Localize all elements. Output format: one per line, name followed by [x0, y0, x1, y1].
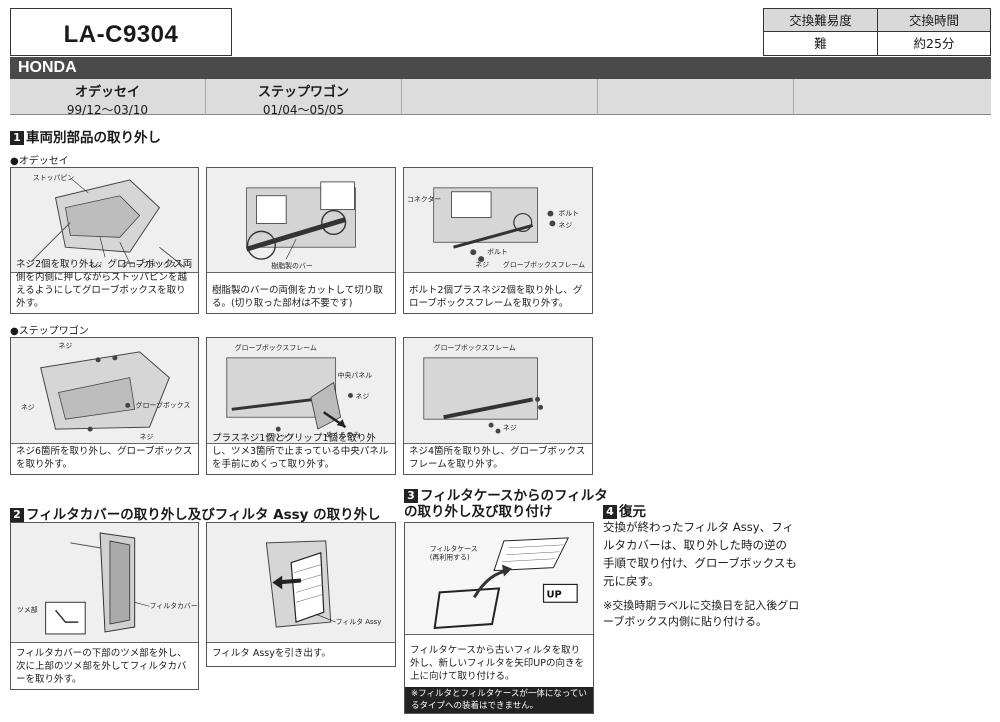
label-center-panel: 中央パネル: [338, 371, 373, 380]
filter-case-note: ※フィルタとフィルタケースが一体になっているタイプへの装着はできません。: [405, 687, 593, 713]
label-screw: ネジ: [58, 342, 72, 350]
label-filter-cover: フィルタカバー: [150, 601, 198, 610]
restore-instructions: 交換が終わったフィルタ Assy、フィルタカバーは、取り外した時の逆の手順で取り…: [603, 520, 797, 588]
section-title-text: 復元: [619, 504, 646, 520]
label-glovebox: グローブボックス: [122, 260, 177, 269]
difficulty-value: 難: [764, 32, 878, 55]
label-glovebox-frame: グローブボックスフレーム: [235, 343, 317, 352]
label-resin-bar: 樹脂製のバー: [271, 261, 313, 270]
label-screw: ネジ: [475, 261, 489, 269]
illustration-filter-case: UP フィルタケース (再利用する): [405, 523, 593, 635]
filter-cover-panel: ツメ部 フィルタカバー フィルタカバーの下部のツメ部を外し、次に上部のツメ部を外…: [10, 522, 199, 690]
filter-case-panel: UP フィルタケース (再利用する) フィルタケースから古いフィルタを取り外し、…: [404, 522, 594, 714]
difficulty-time-table: 交換難易度 交換時間 難 約25分: [763, 8, 991, 56]
step-caption: 樹脂製のバーの両側をカットして切り取る。(切り取った部材は不要です): [212, 285, 383, 309]
section-number: 1: [10, 131, 24, 145]
illustration-filter-assy: フィルタ Assy: [207, 523, 395, 643]
illustration-glovebox-frame: グローブボックスフレーム ネジ: [404, 338, 592, 444]
section-number: 2: [10, 508, 24, 522]
step-caption: ネジ2個を取り外し、グローブボックス両側を内側に押しながらストッパピンを越えるよ…: [16, 259, 193, 309]
illustration-glovebox-frame: コネクター ボルト ネジ ボルト ネジ グローブボックスフレーム: [404, 168, 592, 273]
label-screw: ネジ: [88, 261, 102, 269]
section-title-line2: の取り外し及び取り付け: [404, 504, 553, 520]
model-number-box: LA-C9304: [10, 8, 232, 56]
label-screw: ネジ: [21, 403, 35, 411]
illustration-glovebox-removal: ストッパピン ネジ グローブボックス: [11, 168, 198, 273]
vehicle-empty-cell: [598, 79, 794, 115]
model-number: LA-C9304: [63, 21, 179, 48]
odyssey-step-panel-2: 樹脂製のバー 樹脂製のバーの両側をカットして切り取る。(切り取った部材は不要です…: [206, 167, 396, 314]
stepwgn-step-panel-2: グローブボックスフレーム 中央パネル ネジ クリップ めくるのみ プラスネジ1個…: [206, 337, 396, 475]
vehicle-stepwgn: ステップワゴン 01/04〜05/05: [206, 79, 402, 117]
vehicle-empty-cell: [402, 79, 598, 115]
section-title-text: 車両別部品の取り外し: [26, 130, 161, 146]
label-bolt: ボルト: [487, 248, 508, 256]
vehicle-years: 99/12〜03/10: [66, 103, 149, 117]
step-caption: フィルタカバーの下部のツメ部を外し、次に上部のツメ部を外してフィルタカバーを取り…: [16, 648, 187, 685]
step-caption: ボルト2個プラスネジ2個を取り外し、グローブボックスフレームを取り外す。: [409, 285, 583, 309]
odyssey-subtitle: ●オデッセイ: [10, 156, 69, 167]
filter-assy-panel: フィルタ Assy フィルタ Assyを引き出す。: [206, 522, 396, 667]
label-clip: クリップ: [266, 433, 294, 441]
step-caption: フィルタケースから古いフィルタを取り外し、新しいフィルタを矢印UPの向きを上に向…: [410, 645, 584, 682]
label-reuse: (再利用する): [430, 553, 470, 562]
step-caption: ネジ4箇所を取り外し、グローブボックスフレームを取り外す。: [409, 446, 586, 470]
label-stopper-pin: ストッパピン: [33, 174, 75, 182]
label-peel-only: めくるのみ: [326, 431, 360, 439]
vehicle-odyssey: オデッセイ 99/12〜03/10: [10, 79, 206, 117]
time-label: 交換時間: [878, 9, 990, 32]
label-glovebox-frame: グローブボックスフレーム: [434, 343, 516, 352]
vehicle-empty-cell: [794, 79, 991, 115]
odyssey-step-panel-1: ストッパピン ネジ グローブボックス ネジ2個を取り外し、グローブボックス両側を…: [10, 167, 199, 314]
stepwgn-subtitle: ●ステップワゴン: [10, 326, 89, 337]
section-number: 4: [603, 505, 617, 519]
step-caption: プラスネジ1個とクリップ1個を取り外し、ツメ3箇所で止まっている中央パネルを手前…: [212, 433, 389, 470]
label-screw: ネジ: [140, 433, 154, 441]
label-screw: ネジ: [558, 221, 572, 229]
label-filter-assy: フィルタ Assy: [336, 617, 382, 626]
step-caption: ネジ6箇所を取り外し、グローブボックスを取り外す。: [16, 446, 193, 470]
vehicle-years: 01/04〜05/05: [262, 103, 345, 117]
label-glovebox: グローブボックス: [136, 400, 191, 409]
odyssey-step-panel-3: コネクター ボルト ネジ ボルト ネジ グローブボックスフレーム ボルト2個プラ…: [403, 167, 593, 314]
label-connector: コネクター: [407, 195, 441, 204]
section-number: 3: [404, 489, 418, 503]
time-value: 約25分: [913, 36, 955, 51]
maker-bar: HONDA: [10, 57, 991, 79]
stepwgn-step-panel-1: ネジ ネジ グローブボックス ネジ ネジ6箇所を取り外し、グローブボックスを取り…: [10, 337, 199, 475]
section-title-text: フィルタカバーの取り外し及びフィルタ Assy の取り外し: [26, 507, 381, 523]
step-caption: フィルタ Assyを引き出す。: [212, 648, 331, 659]
label-filter-case: フィルタケース: [430, 544, 478, 553]
label-screw: ネジ: [503, 424, 517, 432]
difficulty-label: 交換難易度: [764, 9, 878, 32]
vehicle-row: オデッセイ 99/12〜03/10 ステップワゴン 01/04〜05/05: [10, 79, 991, 117]
illustration-glovebox-removal: ネジ ネジ グローブボックス ネジ: [11, 338, 198, 444]
vehicle-name: ステップワゴン: [257, 85, 349, 100]
section-title-line1: フィルタケースからのフィルタ: [420, 488, 608, 504]
label-glovebox-frame: グローブボックスフレーム: [503, 260, 585, 269]
label-claw: ツメ部: [17, 605, 38, 614]
vehicle-name: オデッセイ: [74, 85, 140, 100]
restore-note: ※交換時期ラベルに交換日を記入後グローブボックス内側に貼り付ける。: [603, 599, 800, 628]
illustration-filter-cover: ツメ部 フィルタカバー: [11, 523, 198, 643]
label-up: UP: [546, 589, 561, 600]
stepwgn-step-panel-3: グローブボックスフレーム ネジ ネジ4箇所を取り外し、グローブボックスフレームを…: [403, 337, 593, 475]
label-screw: ネジ: [355, 392, 369, 400]
label-bolt: ボルト: [558, 210, 579, 218]
illustration-resin-bar: 樹脂製のバー: [207, 168, 395, 273]
illustration-center-panel: グローブボックスフレーム 中央パネル ネジ クリップ めくるのみ: [207, 338, 395, 444]
